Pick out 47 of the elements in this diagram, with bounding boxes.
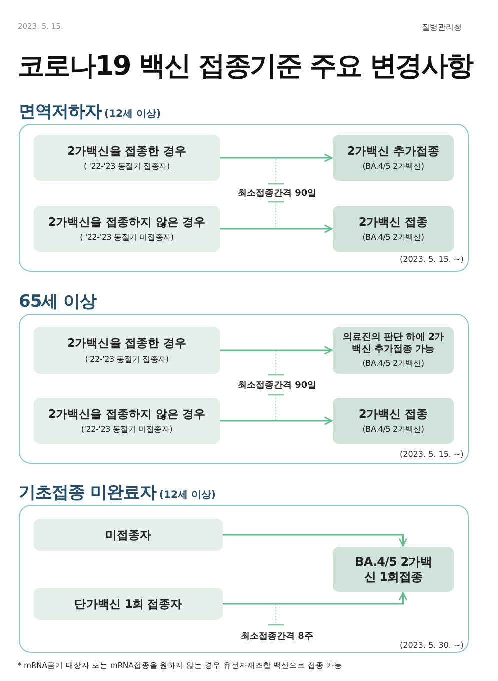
process-box <box>333 398 454 444</box>
box-subtext: (BA.4/5 2가백신) <box>362 424 424 436</box>
interval-label: 최소접종간격 90일 <box>238 188 317 200</box>
process-box <box>34 588 223 620</box>
box-text: BA.4/5 2가백신 1회접종 <box>354 554 433 584</box>
process-box <box>333 547 454 592</box>
effective-date: (2023. 5. 30. ~) <box>400 641 464 650</box>
section-heading: 기초접종 미완료자 <box>19 483 156 503</box>
box-text: 2가백신 접종 <box>358 406 428 422</box>
process-box <box>34 327 220 374</box>
process-box <box>333 206 454 252</box>
box-text: 의료진의 판단 하에 2가백신 추가접종 가능 <box>342 332 446 356</box>
process-box <box>34 206 220 252</box>
process-box <box>34 519 223 551</box>
box-subtext: (BA.4/5 2가백신) <box>362 358 424 370</box>
box-subtext: ( '22-'23 동절기 접종자) <box>84 161 170 172</box>
title: 코로나19 백신 접종기준 주요 변경사항 <box>18 50 473 84</box>
box-text: 단가백신 1회 접종자 <box>74 596 182 612</box>
section-heading: 65세 이상 <box>19 292 97 312</box>
box-text: 2가백신을 접종하지 않은 경우 <box>48 406 206 422</box>
arrow <box>220 154 333 162</box>
box-subtext: (BA.4/5 2가백신) <box>362 161 424 172</box>
section-heading: 면역저하자 <box>19 102 102 122</box>
box-subtext: ( '22-'23 동절기 미접종자) <box>80 232 174 244</box>
box-subtext: ('22-'23 동절기 접종자) <box>85 354 169 365</box>
box-text: 2가백신 추가접종 <box>347 144 440 158</box>
box-text: 2가백신을 접종한 경우 <box>67 336 187 351</box>
arrow <box>223 592 408 605</box>
process-box <box>333 327 454 374</box>
agency-name: 질병관리청 <box>422 22 462 33</box>
heading-note: (12세 이상) <box>159 490 216 501</box>
arrow <box>220 346 333 355</box>
box-text: 2가백신을 접종하지 않은 경우 <box>48 214 206 230</box>
box-subtext: ('22-'23 동절기 미접종자) <box>81 424 173 436</box>
arrow <box>223 534 408 547</box>
process-box <box>34 398 220 444</box>
interval-label: 최소접종간격 90일 <box>238 380 317 392</box>
box-subtext: (BA.4/5 2가백신) <box>362 232 424 244</box>
box-text: 미접종자 <box>105 528 152 542</box>
process-box <box>34 135 220 181</box>
box-text: 2가백신 접종 <box>358 214 428 230</box>
box-text: 2가백신을 접종한 경우 <box>67 144 187 158</box>
heading-note: (12세 이상) <box>104 109 162 120</box>
arrow <box>220 224 333 234</box>
interval-label: 최소접종간격 8주 <box>241 631 314 643</box>
process-box <box>333 135 454 181</box>
arrow <box>220 416 333 426</box>
